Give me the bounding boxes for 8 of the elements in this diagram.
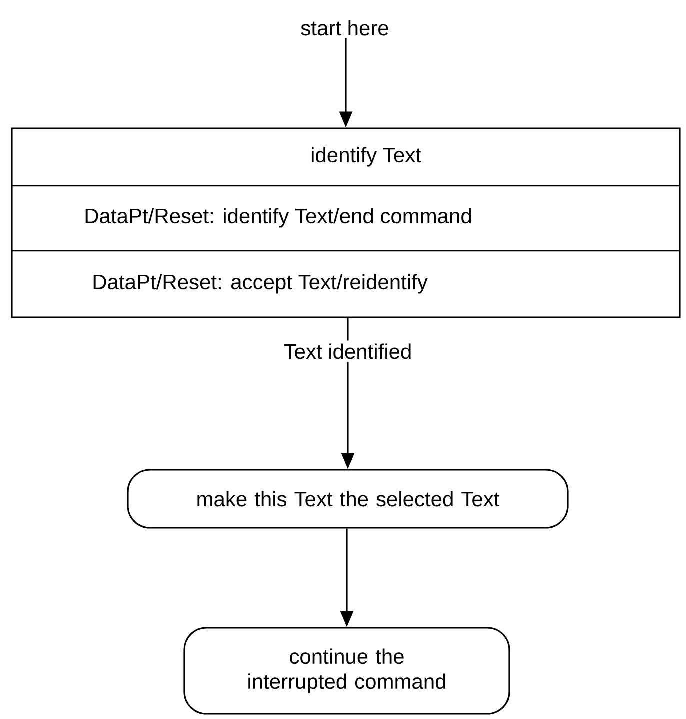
table-heading: identify Text bbox=[312, 147, 422, 167]
transition-text: DataPt/Reset: identify Text/end command bbox=[86, 208, 472, 228]
start-label: start here bbox=[301, 20, 388, 36]
transition-text: DataPt/Reset: accept Text/reidentify bbox=[94, 274, 428, 294]
edge-label: Text identified bbox=[284, 344, 411, 360]
action-box: continue the interrupted command bbox=[184, 627, 510, 715]
action-box: make this Text the selected Text bbox=[127, 469, 569, 529]
state-table bbox=[11, 128, 681, 318]
